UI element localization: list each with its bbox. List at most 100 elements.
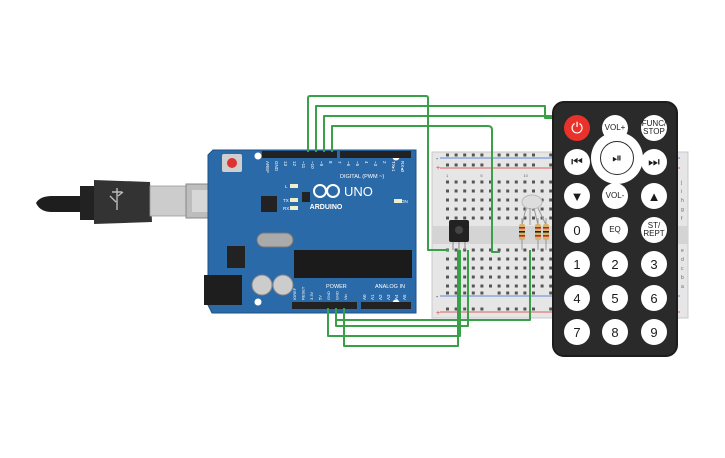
breadboard-hole[interactable] bbox=[549, 189, 553, 193]
rail-hole[interactable] bbox=[454, 307, 458, 311]
breadboard-hole[interactable] bbox=[463, 180, 467, 184]
breadboard-hole[interactable] bbox=[480, 257, 484, 261]
breadboard-hole[interactable] bbox=[489, 189, 492, 193]
breadboard-hole[interactable] bbox=[532, 216, 535, 220]
breadboard-hole[interactable] bbox=[463, 284, 467, 288]
rail-hole[interactable] bbox=[497, 307, 501, 311]
rail-hole[interactable] bbox=[532, 163, 535, 167]
breadboard-hole[interactable] bbox=[506, 266, 510, 270]
breadboard-hole[interactable] bbox=[540, 257, 544, 261]
breadboard-hole[interactable] bbox=[446, 257, 449, 261]
breadboard-hole[interactable] bbox=[523, 207, 527, 211]
rail-hole[interactable] bbox=[463, 291, 467, 295]
rail-hole[interactable] bbox=[454, 291, 458, 295]
breadboard-hole[interactable] bbox=[532, 266, 535, 270]
rail-hole[interactable] bbox=[446, 163, 449, 167]
breadboard-hole[interactable] bbox=[523, 257, 527, 261]
rail-hole[interactable] bbox=[497, 163, 501, 167]
breadboard-hole[interactable] bbox=[540, 284, 544, 288]
breadboard-hole[interactable] bbox=[471, 189, 475, 193]
rail-hole[interactable] bbox=[514, 291, 518, 295]
rail-hole[interactable] bbox=[497, 153, 501, 157]
breadboard-hole[interactable] bbox=[514, 180, 518, 184]
breadboard-hole[interactable] bbox=[489, 284, 492, 288]
breadboard-hole[interactable] bbox=[514, 248, 518, 252]
rail-hole[interactable] bbox=[471, 291, 475, 295]
rail-hole[interactable] bbox=[523, 291, 527, 295]
breadboard-hole[interactable] bbox=[506, 216, 510, 220]
breadboard-hole[interactable] bbox=[454, 180, 458, 184]
remote-st-rept-button[interactable]: ST/ REPT bbox=[641, 217, 667, 243]
remote-eq-button[interactable]: EQ bbox=[602, 217, 628, 243]
rail-hole[interactable] bbox=[514, 153, 518, 157]
rail-hole[interactable] bbox=[463, 307, 467, 311]
breadboard-hole[interactable] bbox=[471, 248, 475, 252]
breadboard-hole[interactable] bbox=[523, 216, 527, 220]
remote-7-button[interactable]: 7 bbox=[564, 319, 590, 345]
breadboard-hole[interactable] bbox=[454, 189, 458, 193]
breadboard-hole[interactable] bbox=[463, 189, 467, 193]
breadboard-hole[interactable] bbox=[540, 189, 544, 193]
breadboard-hole[interactable] bbox=[480, 216, 484, 220]
breadboard-hole[interactable] bbox=[446, 266, 449, 270]
breadboard-hole[interactable] bbox=[497, 248, 501, 252]
rail-hole[interactable] bbox=[514, 163, 518, 167]
breadboard-hole[interactable] bbox=[454, 248, 458, 252]
breadboard-hole[interactable] bbox=[523, 189, 527, 193]
rail-hole[interactable] bbox=[549, 307, 553, 311]
rail-hole[interactable] bbox=[549, 291, 553, 295]
breadboard-hole[interactable] bbox=[489, 266, 492, 270]
rail-hole[interactable] bbox=[523, 153, 527, 157]
rail-hole[interactable] bbox=[523, 163, 527, 167]
breadboard-hole[interactable] bbox=[514, 216, 518, 220]
breadboard-hole[interactable] bbox=[549, 216, 553, 220]
rail-hole[interactable] bbox=[454, 163, 458, 167]
breadboard-hole[interactable] bbox=[471, 257, 475, 261]
breadboard-hole[interactable] bbox=[506, 257, 510, 261]
breadboard-hole[interactable] bbox=[540, 266, 544, 270]
breadboard-hole[interactable] bbox=[480, 275, 484, 279]
breadboard-hole[interactable] bbox=[497, 266, 501, 270]
breadboard-hole[interactable] bbox=[532, 275, 535, 279]
rail-hole[interactable] bbox=[480, 307, 484, 311]
breadboard-hole[interactable] bbox=[497, 180, 501, 184]
remote-play-pause-button[interactable]: ⏯ bbox=[600, 141, 634, 175]
remote-3-button[interactable]: 3 bbox=[641, 251, 667, 277]
rail-hole[interactable] bbox=[532, 307, 535, 311]
rail-hole[interactable] bbox=[506, 153, 510, 157]
breadboard-hole[interactable] bbox=[506, 207, 510, 211]
breadboard-hole[interactable] bbox=[480, 180, 484, 184]
rail-hole[interactable] bbox=[480, 153, 484, 157]
breadboard-hole[interactable] bbox=[454, 284, 458, 288]
breadboard-hole[interactable] bbox=[540, 207, 544, 211]
breadboard-hole[interactable] bbox=[523, 180, 527, 184]
rail-hole[interactable] bbox=[480, 163, 484, 167]
breadboard-hole[interactable] bbox=[463, 266, 467, 270]
rail-hole[interactable] bbox=[514, 307, 518, 311]
breadboard-hole[interactable] bbox=[497, 198, 501, 202]
breadboard-hole[interactable] bbox=[506, 180, 510, 184]
rail-hole[interactable] bbox=[454, 153, 458, 157]
breadboard-hole[interactable] bbox=[489, 216, 492, 220]
remote-next-button[interactable]: ⏭ bbox=[641, 149, 667, 175]
breadboard-hole[interactable] bbox=[454, 275, 458, 279]
breadboard-hole[interactable] bbox=[489, 248, 492, 252]
breadboard-hole[interactable] bbox=[454, 207, 458, 211]
breadboard-hole[interactable] bbox=[489, 207, 492, 211]
breadboard-hole[interactable] bbox=[480, 207, 484, 211]
breadboard-hole[interactable] bbox=[497, 275, 501, 279]
breadboard-hole[interactable] bbox=[514, 189, 518, 193]
breadboard-hole[interactable] bbox=[506, 198, 510, 202]
rail-hole[interactable] bbox=[506, 307, 510, 311]
remote-1-button[interactable]: 1 bbox=[564, 251, 590, 277]
breadboard-hole[interactable] bbox=[454, 198, 458, 202]
remote-func-stop-button[interactable]: FUNC/ STOP bbox=[641, 115, 667, 141]
breadboard-hole[interactable] bbox=[463, 216, 467, 220]
rail-hole[interactable] bbox=[471, 307, 475, 311]
rail-hole[interactable] bbox=[506, 163, 510, 167]
breadboard-hole[interactable] bbox=[489, 180, 492, 184]
breadboard-hole[interactable] bbox=[497, 189, 501, 193]
breadboard-hole[interactable] bbox=[506, 248, 510, 252]
breadboard-hole[interactable] bbox=[532, 248, 535, 252]
breadboard-hole[interactable] bbox=[514, 284, 518, 288]
